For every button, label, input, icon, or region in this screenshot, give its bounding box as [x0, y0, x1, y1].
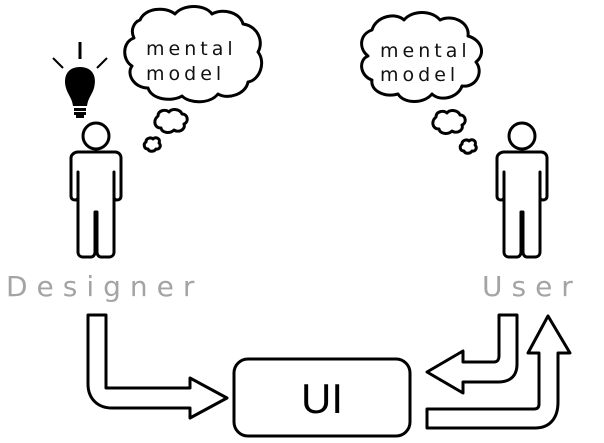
designer-thought-cloud: mental model [123, 5, 264, 104]
arrow-designer-to-ui [86, 313, 229, 420]
user-thought-line1: mental [380, 40, 471, 62]
ui-node-label: UI [301, 375, 343, 422]
designer-thought-bubble-medium [153, 108, 189, 134]
designer-thought-line2: model [146, 63, 225, 85]
lightbulb-icon [52, 42, 108, 118]
ui-node: UI [232, 357, 412, 438]
arrow-ui-to-user [425, 314, 572, 430]
designer-figure [69, 121, 123, 259]
user-thought-cloud: mental model [360, 11, 484, 103]
user-thought-line2: model [380, 64, 459, 86]
designer-label: Designer [6, 270, 203, 303]
designer-group: mental model Designer [6, 5, 264, 303]
user-thought-bubble-medium [431, 109, 467, 135]
user-group: mental model User [360, 11, 582, 303]
arrow-user-to-ui [425, 313, 519, 395]
user-thought-bubble-small [458, 138, 478, 155]
user-label: User [482, 270, 582, 303]
user-figure [495, 121, 549, 259]
designer-thought-line1: mental [146, 38, 237, 60]
designer-thought-bubble-small [142, 136, 162, 153]
